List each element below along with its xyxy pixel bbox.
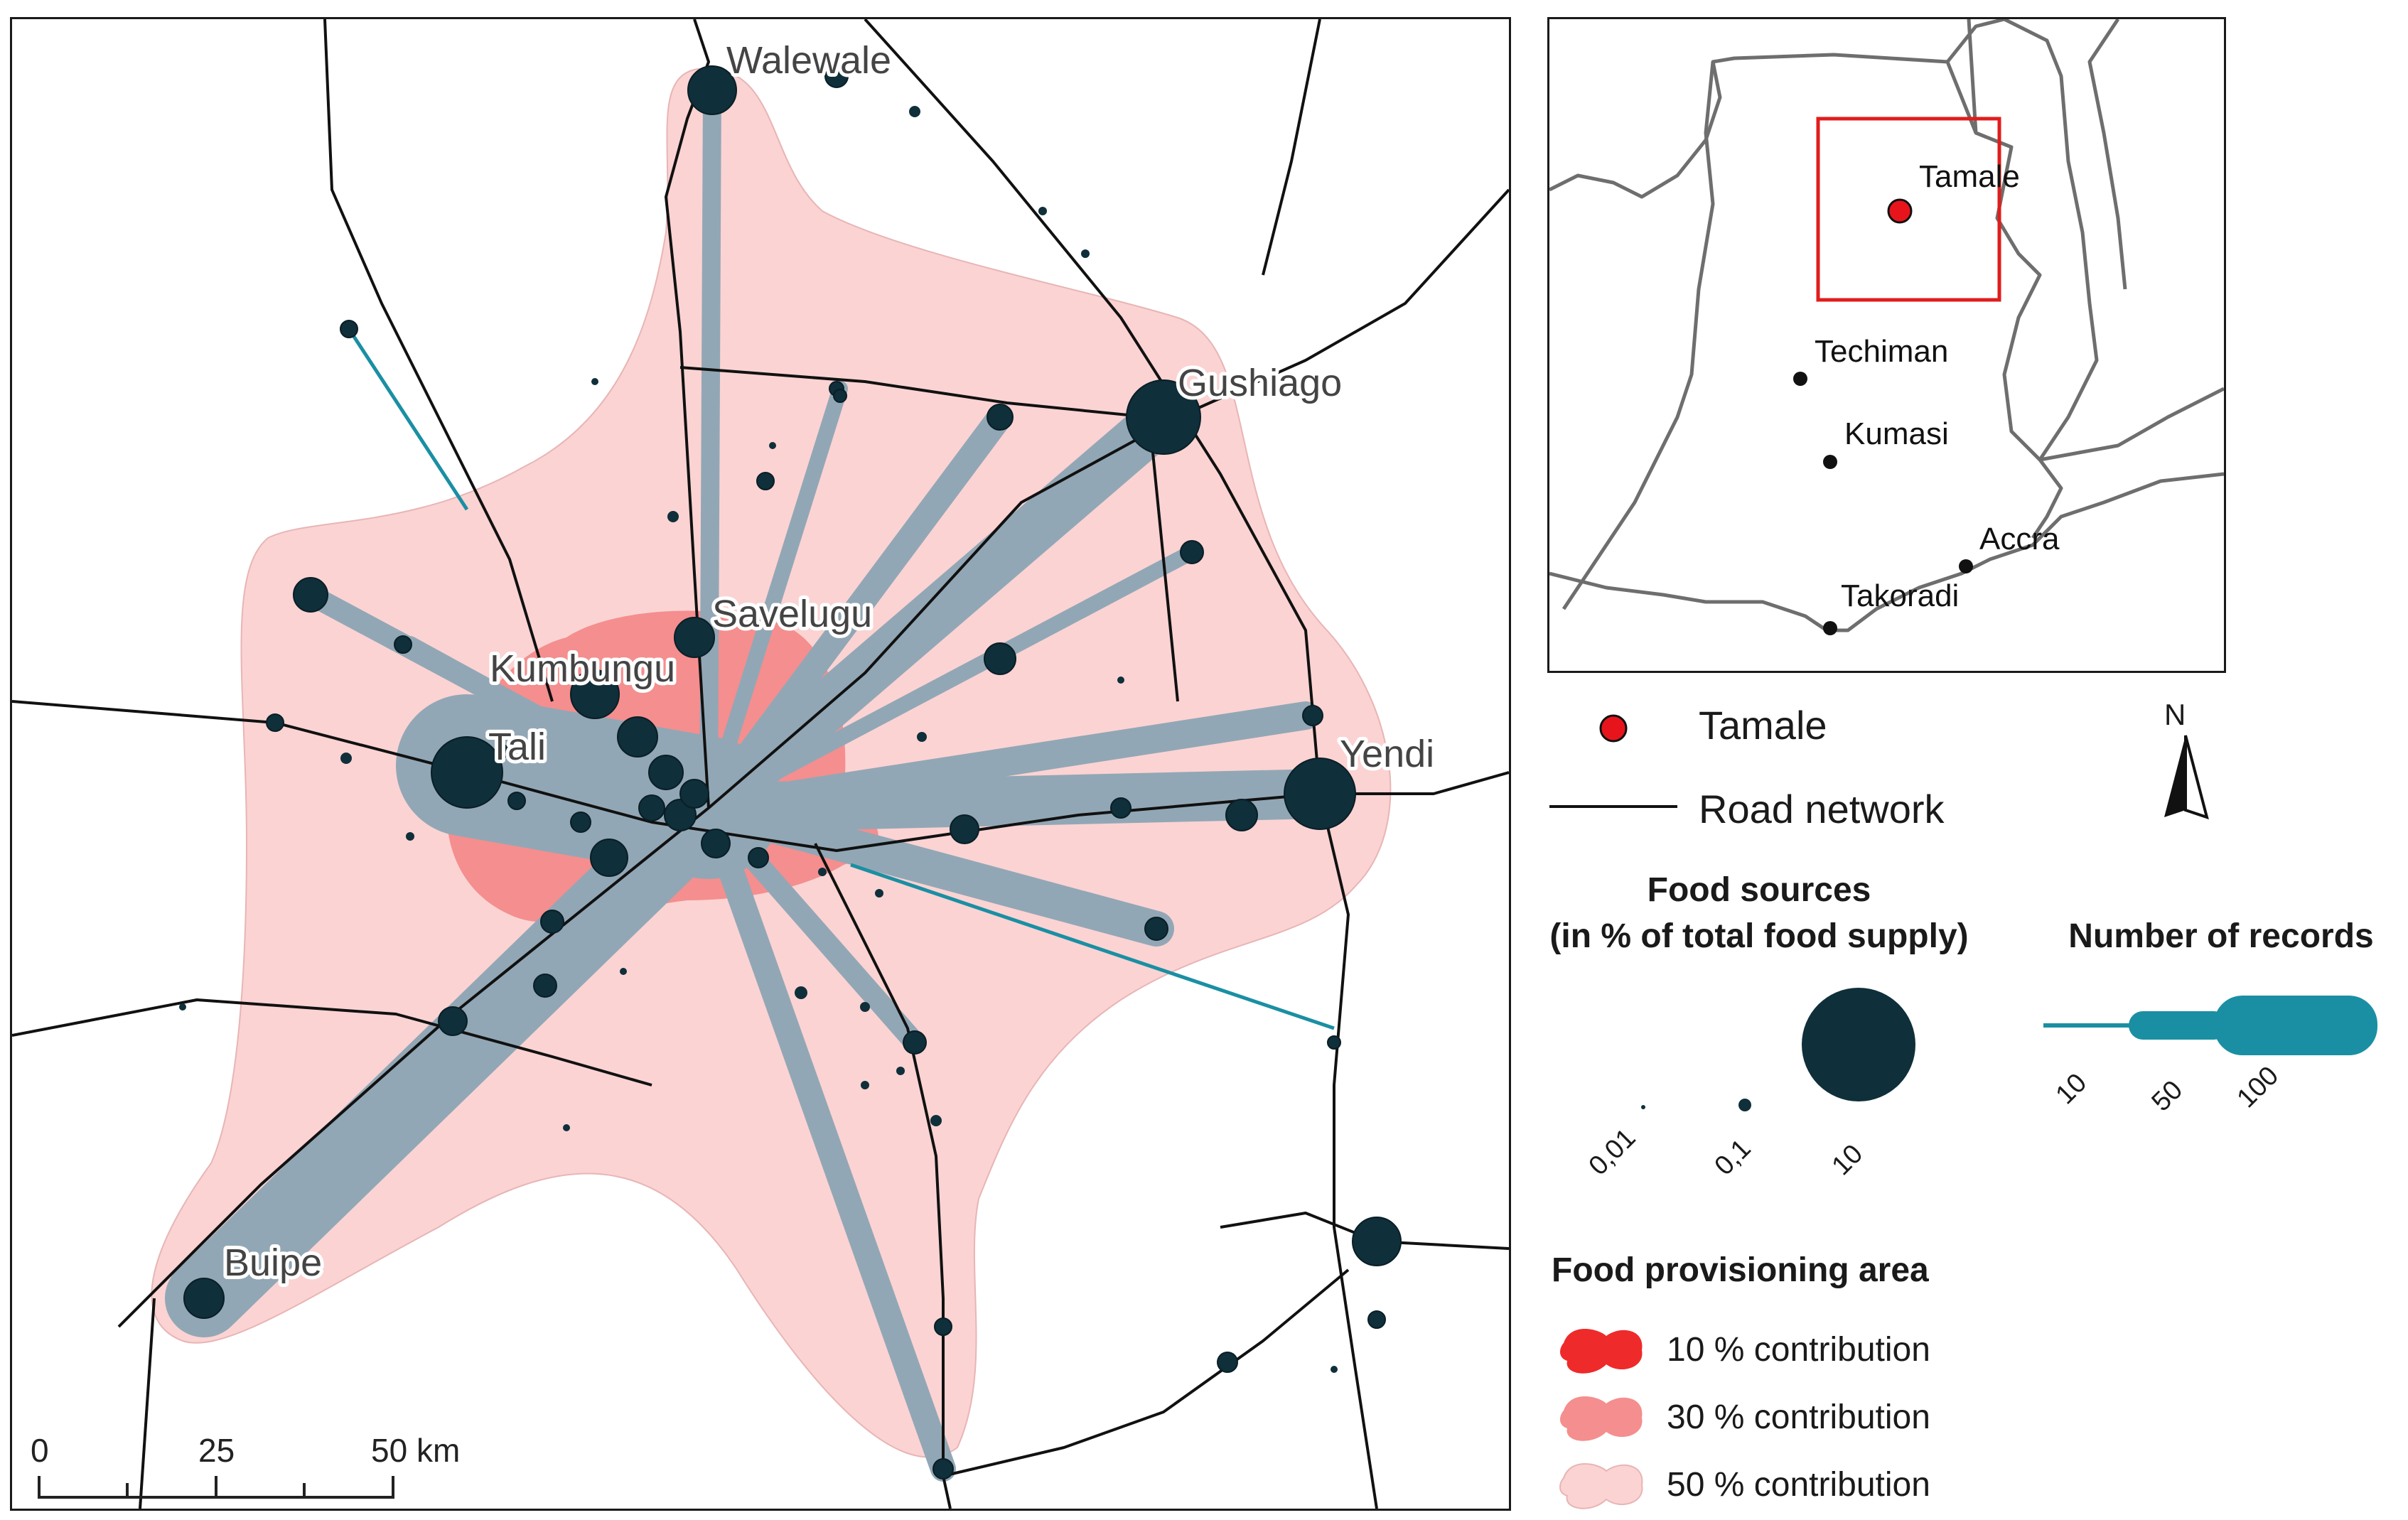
records-value-50: 50 xyxy=(2146,1074,2189,1118)
legend-road-label: Road network xyxy=(1699,787,1945,831)
scale-bar xyxy=(38,1476,394,1499)
inset-borders xyxy=(1549,19,2224,632)
food-source-value-2: 10 xyxy=(1826,1138,1869,1182)
flow-lines xyxy=(165,81,1345,1482)
inset-label-kumasi: Kumasi xyxy=(1844,416,1949,451)
records-value-100: 100 xyxy=(2231,1060,2285,1114)
label-tali: Tali xyxy=(488,726,546,768)
food-source-value-1: 0,1 xyxy=(1709,1133,1757,1182)
zone-50-legend-swatch xyxy=(1559,1463,1643,1509)
zone-30-legend-swatch xyxy=(1560,1396,1643,1441)
provisioning-title: Food provisioning area xyxy=(1552,1251,1929,1289)
label-yendi: Yendi xyxy=(1340,733,1434,775)
food-sources-subtitle: (in % of total food supply) xyxy=(1549,917,1969,955)
label-walewale: Walewale xyxy=(726,39,891,82)
small-dots xyxy=(179,106,1338,1373)
road-legend-symbol xyxy=(1549,805,1677,808)
town-labels: Walewale Gushiago Savelugu Kumbungu Tali… xyxy=(220,36,1438,1288)
north-label: N xyxy=(2164,698,2186,731)
inset-city-dots xyxy=(1793,372,1973,635)
dot-kumbungu xyxy=(570,669,620,719)
zone-50-legend-label: 50 % contribution xyxy=(1667,1466,1930,1504)
inset-canvas: Tamale Techiman Kumasi Accra Takoradi xyxy=(1549,19,2224,635)
dot-savelugu xyxy=(674,617,715,658)
tamale-dot xyxy=(1887,198,1913,224)
scale-label-0: 0 xyxy=(31,1432,49,1469)
food-sources-title: Food sources xyxy=(1647,871,1871,909)
inset-label-tamale: Tamale xyxy=(1919,159,2020,194)
dot-yendi xyxy=(1284,758,1356,830)
main-map: Walewale Gushiago Savelugu Kumbungu Tali… xyxy=(10,17,1511,1511)
dot-gushiago xyxy=(1126,379,1201,455)
zone-30-legend-label: 30 % contribution xyxy=(1667,1398,1930,1436)
inset-label-accra: Accra xyxy=(1979,522,2060,556)
zone-10-legend-label: 10 % contribution xyxy=(1667,1331,1930,1369)
inset-map: Tamale Techiman Kumasi Accra Takoradi xyxy=(1547,17,2226,673)
dot-tali xyxy=(431,736,503,809)
teal-flow-line-se xyxy=(850,863,1335,1030)
scale-label-25: 25 xyxy=(198,1432,235,1469)
inset-label-techiman: Techiman xyxy=(1815,334,1948,369)
label-savelugu: Savelugu xyxy=(712,593,872,635)
dot-walewale xyxy=(687,65,737,115)
food-source-value-0: 0,01 xyxy=(1583,1123,1642,1182)
tamale-region-box xyxy=(1816,117,2001,302)
inset-label-takoradi: Takoradi xyxy=(1841,578,1959,613)
zone-10-legend-swatch xyxy=(1560,1329,1643,1374)
label-buipe: Buipe xyxy=(224,1241,322,1284)
legend-tamale-label: Tamale xyxy=(1699,703,1827,748)
label-gushiago: Gushiago xyxy=(1178,362,1342,404)
map-canvas: Walewale Gushiago Savelugu Kumbungu Tali… xyxy=(12,19,1509,1509)
teal-flow-line-nw xyxy=(347,328,469,511)
records-legend-symbol xyxy=(2043,996,2377,1055)
tamale-legend-symbol xyxy=(1599,714,1628,743)
food-sources-legend-symbols xyxy=(1641,988,1915,1111)
label-kumbungu: Kumbungu xyxy=(490,647,675,690)
records-title: Number of records xyxy=(2068,917,2374,955)
scale-label-50: 50 km xyxy=(371,1432,460,1469)
records-value-10: 10 xyxy=(2050,1067,2093,1111)
north-arrow-icon xyxy=(2164,735,2209,820)
dot-buipe xyxy=(183,1278,225,1319)
food-source-dots xyxy=(183,64,1402,1479)
